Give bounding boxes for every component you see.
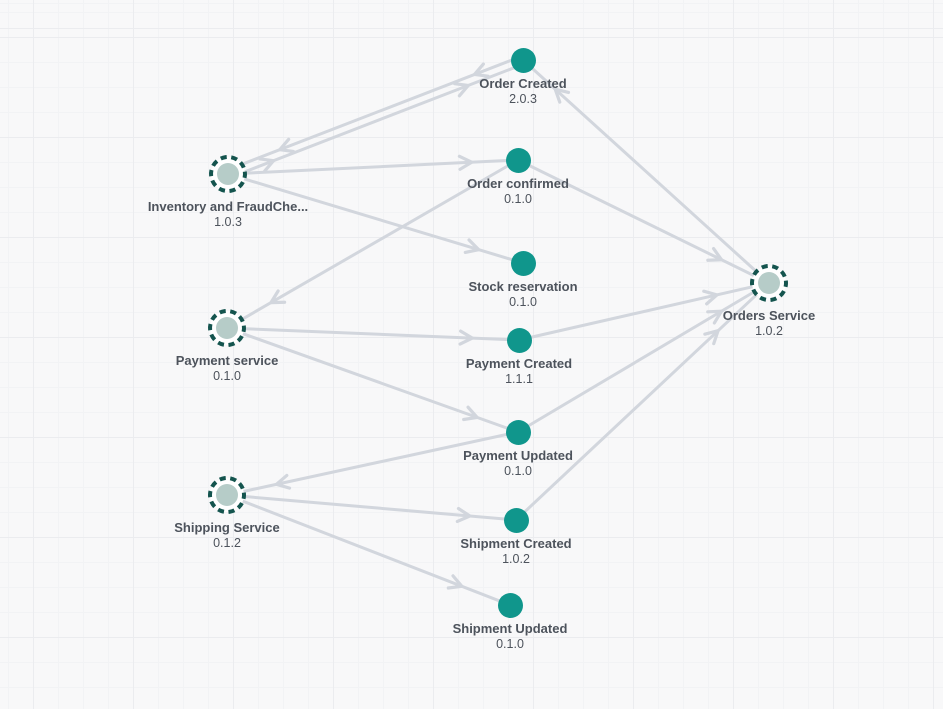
edge-arrow-icon: [446, 574, 464, 590]
edge-inventory-service-to-order-created: [228, 62, 525, 180]
edge-arrow-icon: [278, 137, 295, 154]
service-node-icon: [208, 476, 246, 514]
node-title: Shipment Updated: [452, 621, 568, 636]
edge-arrow-icon: [553, 87, 571, 104]
event-node-icon: [510, 250, 536, 276]
edge-arrow-icon: [453, 82, 470, 98]
edge-shipment-created-to-orders-service: [514, 281, 771, 522]
node-version: 0.1.0: [504, 464, 532, 478]
service-node-icon: [208, 309, 246, 347]
node-title: Stock reservation: [468, 279, 578, 294]
edge-orders-service-to-order-created: [521, 58, 771, 285]
edge-arrow-icon: [703, 329, 720, 346]
node-version: 0.1.2: [213, 536, 241, 550]
node-version: 0.1.0: [213, 369, 241, 383]
edge-arrow-icon: [463, 238, 481, 254]
node-version: 1.0.2: [502, 552, 530, 566]
node-title: Orders Service: [722, 308, 816, 323]
node-title: Order confirmed: [467, 176, 569, 191]
service-node-icon: [209, 155, 247, 193]
node-title: Inventory and FraudChe...: [147, 199, 309, 214]
node-label: Inventory and FraudChe...1.0.3: [118, 199, 338, 230]
edge-arrow-icon: [706, 247, 724, 262]
edge-payment-service-to-payment-updated: [226, 326, 519, 434]
node-version: 1.0.2: [755, 324, 783, 338]
event-node-icon: [510, 47, 536, 73]
edge-order-created-to-inventory-service: [226, 54, 523, 172]
edge-arrow-icon: [457, 154, 474, 171]
node-title: Payment Updated: [463, 448, 573, 463]
edge-payment-created-to-orders-service: [518, 281, 770, 342]
node-version: 2.0.3: [509, 92, 537, 106]
edge-inventory-service-to-stock-reservation: [227, 172, 524, 265]
node-version: 0.1.0: [504, 192, 532, 206]
node-version: 1.0.3: [214, 215, 242, 229]
edge-arrow-icon: [274, 473, 292, 490]
event-node-icon: [505, 419, 531, 445]
edge-arrow-icon: [702, 289, 719, 306]
edge-arrow-icon: [455, 506, 472, 524]
node-title: Order Created: [479, 76, 567, 91]
node-version: 0.1.0: [509, 295, 537, 309]
node-version: 1.1.1: [505, 372, 533, 386]
edge-arrow-icon: [269, 289, 287, 305]
edge-arrow-icon: [472, 62, 490, 78]
node-title: Shipping Service: [174, 520, 280, 535]
node-title: Payment Created: [465, 356, 573, 371]
event-node-icon: [503, 507, 529, 533]
edge-order-confirmed-to-orders-service: [517, 158, 770, 285]
node-title: Shipment Created: [460, 536, 572, 551]
node-version: 0.1.0: [496, 637, 524, 651]
service-node-icon: [750, 264, 788, 302]
edge-arrow-icon: [706, 309, 723, 325]
edge-arrow-icon: [258, 157, 276, 173]
event-node-icon: [505, 147, 531, 173]
edge-arrow-icon: [458, 329, 474, 346]
event-node-icon: [506, 327, 532, 353]
edge-order-confirmed-to-payment-service: [226, 158, 519, 330]
node-title: Payment service: [175, 353, 279, 368]
edge-arrow-icon: [462, 405, 479, 422]
edge-payment-updated-to-orders-service: [517, 281, 770, 434]
event-node-icon: [497, 592, 523, 618]
